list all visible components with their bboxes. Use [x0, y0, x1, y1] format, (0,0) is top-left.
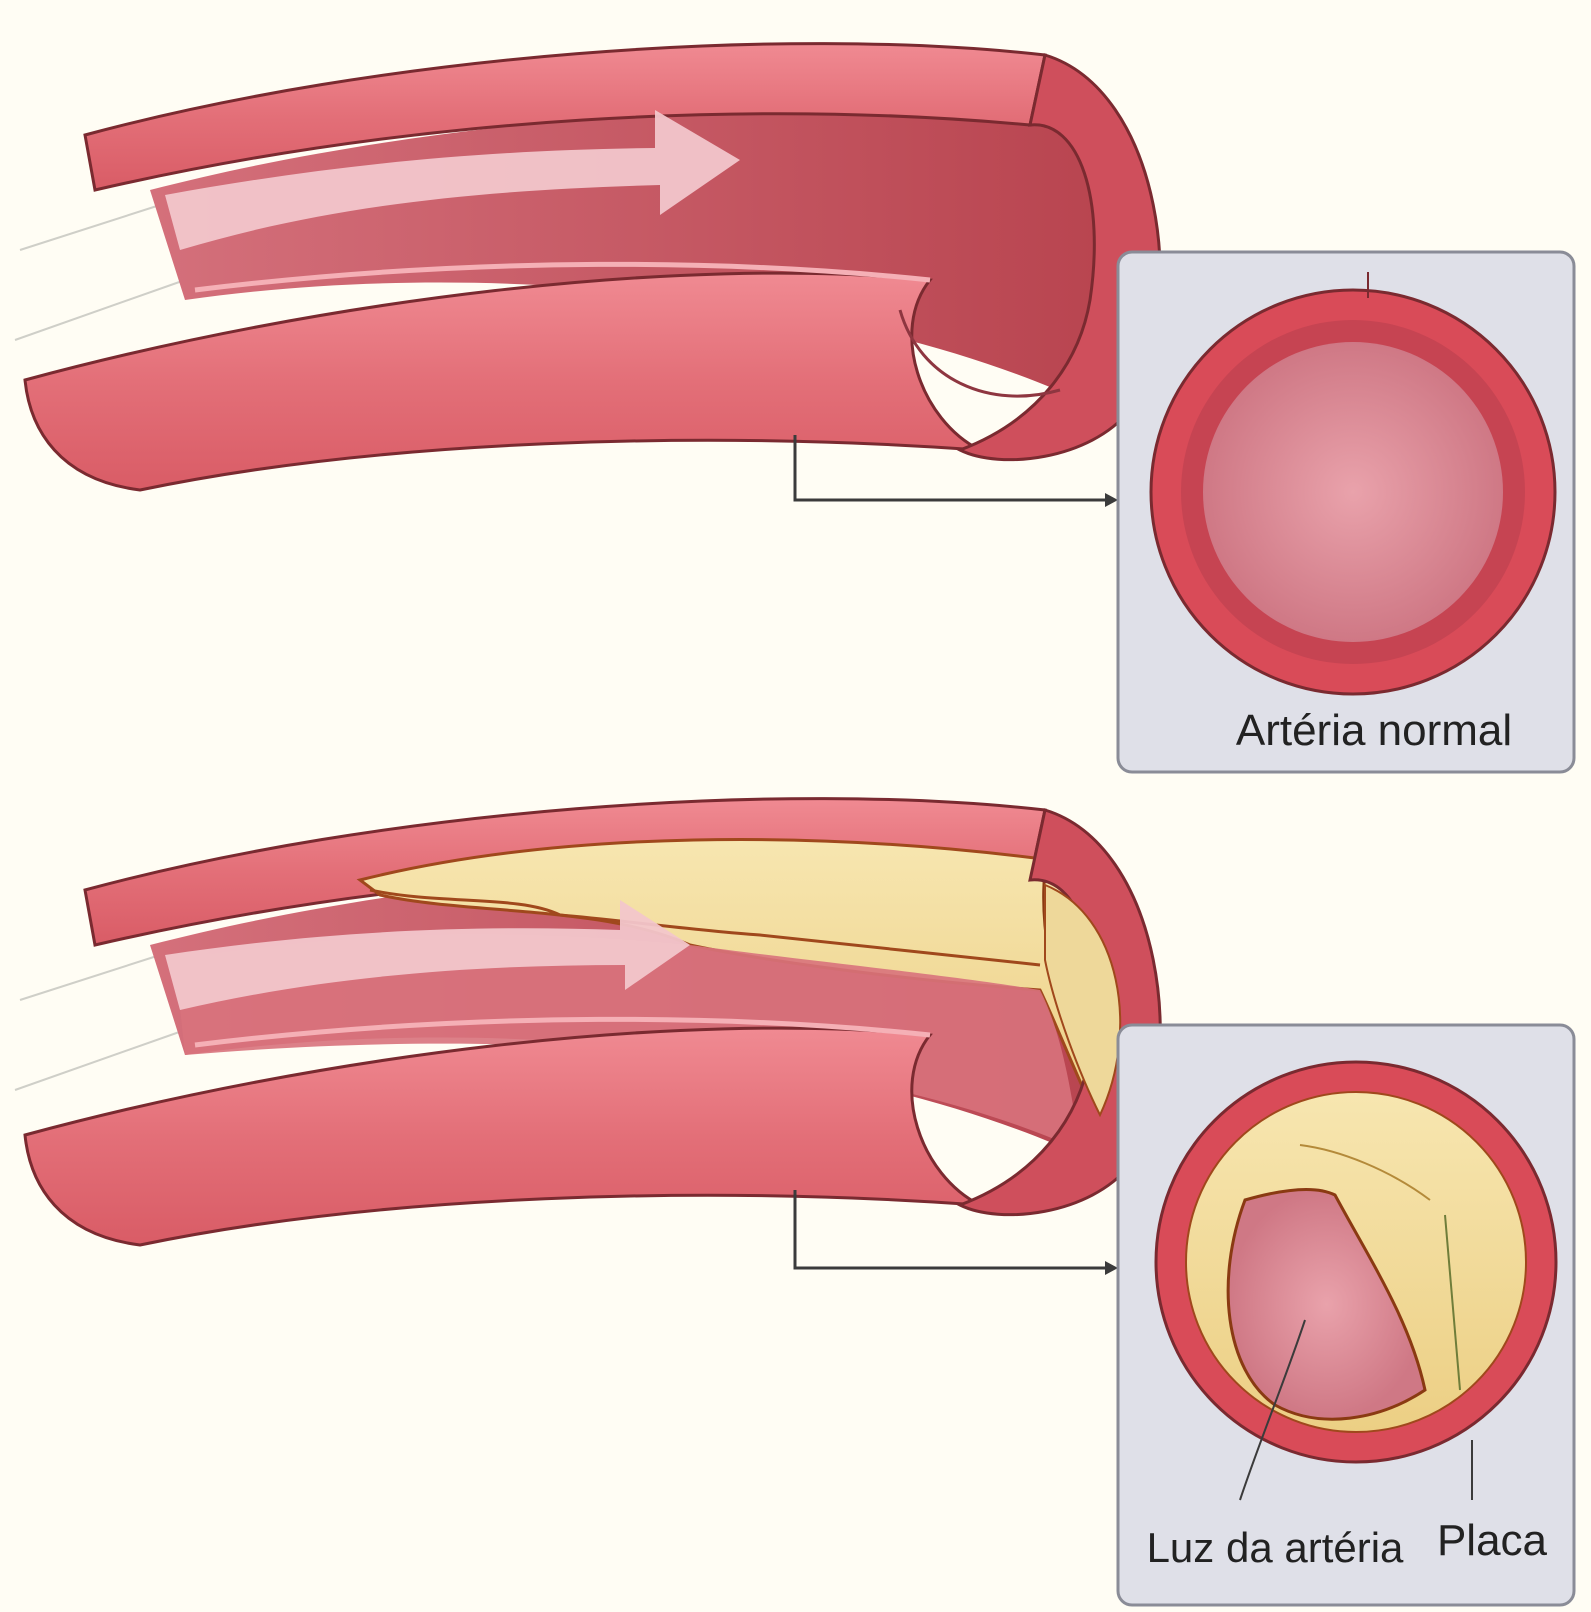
label-normal-artery: Artéria normal	[1236, 706, 1512, 755]
plaque-artery-section: Luz da artéria Placa	[15, 799, 1574, 1605]
normal-artery-section: Artéria normal	[15, 44, 1574, 772]
vessel-entry-line	[20, 205, 160, 250]
vessel-lower-wall	[25, 273, 980, 490]
vessel-entry-line	[15, 280, 185, 340]
vessel-lower-wall	[25, 1028, 980, 1245]
connector-arrowhead	[1105, 493, 1118, 507]
normal-artery-lumen	[1203, 342, 1503, 642]
connector-arrowhead	[1105, 1261, 1118, 1275]
label-plaque: Placa	[1437, 1516, 1548, 1565]
vessel-entry-line	[15, 1030, 185, 1090]
vessel-entry-line	[20, 955, 160, 1000]
label-lumen: Luz da artéria	[1147, 1524, 1404, 1571]
